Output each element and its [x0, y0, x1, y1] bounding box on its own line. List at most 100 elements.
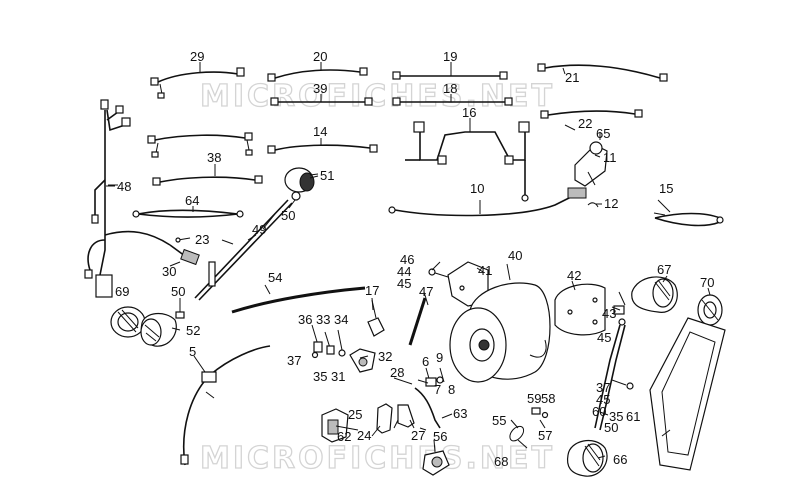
part-label-31: 31	[331, 369, 345, 384]
part-label-21: 21	[565, 70, 579, 85]
part-label-35-right: 35	[609, 409, 623, 424]
part-label-10: 10	[470, 181, 484, 196]
part-label-45-mid: 45	[596, 392, 610, 407]
part-label-68: 66	[613, 452, 627, 467]
part-label-50-left: 50	[171, 284, 185, 299]
relay-parts-6-9	[417, 367, 445, 387]
part-label-5: 5	[189, 344, 196, 359]
cable-10	[388, 187, 587, 217]
part-label-33: 33	[316, 312, 330, 327]
part-label-55: 55	[492, 413, 506, 428]
part-label-44: 44	[397, 264, 411, 279]
bracket-49	[194, 199, 293, 301]
rubber-strip-54	[231, 286, 366, 314]
part-label-63: 56	[433, 429, 447, 444]
cable-15	[654, 199, 724, 227]
harness-38	[152, 164, 263, 186]
main-harness-48	[84, 99, 171, 298]
part-label-52: 52	[186, 323, 200, 338]
part-label-32-bottom: 25	[348, 407, 362, 422]
part-label-41: 41	[478, 263, 492, 278]
part-label-32-top: 32	[378, 349, 392, 364]
switch-62	[321, 408, 349, 443]
part-label-50-top: 50	[281, 208, 295, 223]
part-label-9: 9	[436, 350, 443, 365]
cable-47	[408, 297, 427, 346]
part-label-24: 27	[411, 428, 425, 443]
harness-18	[392, 94, 513, 106]
part-label-17: 17	[365, 283, 379, 298]
part-label-64: 64	[185, 193, 199, 208]
part-label-70: 70	[700, 275, 714, 290]
harness-19	[392, 62, 508, 80]
part-label-37-right: 37	[596, 380, 610, 395]
harness-14	[267, 138, 378, 154]
grommets-55-59	[509, 407, 549, 442]
harness-64	[132, 206, 244, 218]
part-label-48: 48	[117, 179, 131, 194]
watermark-top: MICROFICHES.NET	[200, 79, 555, 114]
lamp-68	[566, 439, 608, 477]
lamp-69	[110, 306, 146, 338]
harness-16	[405, 118, 530, 202]
part-label-8: 8	[448, 382, 455, 397]
watermark-bottom: MICROFICHES.NET	[200, 441, 555, 476]
part-label-67: 67	[657, 262, 671, 277]
switch-24	[393, 404, 415, 429]
part-label-69: 69	[115, 284, 129, 299]
plate-bracket-66	[649, 317, 726, 471]
bracket-41	[428, 261, 489, 307]
part-label-62: 62	[337, 429, 351, 444]
harness-29	[150, 62, 245, 99]
part-label-16: 16	[462, 105, 476, 120]
part-label-22: 22	[578, 116, 592, 131]
part-label-25: 24	[357, 428, 371, 443]
part-label-11: 11	[603, 150, 617, 165]
part-label-42: 42	[567, 268, 581, 283]
part-label-43: 43	[602, 306, 616, 321]
connector-30	[169, 244, 200, 267]
harness-20	[267, 62, 368, 82]
switch-25	[376, 403, 393, 434]
harness-22	[540, 109, 643, 119]
part-label-37-left: 37	[287, 353, 301, 368]
part-label-39: 39	[313, 81, 327, 96]
switch-assembly-31-36	[311, 324, 376, 373]
part-label-30: 30	[162, 264, 176, 279]
part-number-labels: 29 20 19 39 18 21 16 22 65 11 14 38 48 5…	[115, 49, 714, 469]
part-label-12: 12	[604, 196, 618, 211]
bracket-42	[554, 283, 606, 336]
horn-button-63	[422, 450, 450, 476]
part-label-28: 28	[390, 365, 404, 380]
part-label-35-left: 35	[313, 369, 327, 384]
part-label-23: 23	[195, 232, 209, 247]
harness-39	[270, 94, 373, 106]
indicator-lamp-51	[284, 167, 319, 201]
part-label-40: 40	[508, 248, 522, 263]
part-label-7: 7	[434, 382, 441, 397]
part-label-27: 63	[453, 406, 467, 421]
part-label-34: 34	[334, 312, 348, 327]
clip-12	[587, 202, 599, 208]
part-label-29: 29	[190, 49, 204, 64]
leader-lines	[106, 124, 711, 459]
terminal-23	[175, 237, 191, 243]
part-label-18: 18	[443, 81, 457, 96]
part-label-58: 58	[541, 391, 555, 406]
bolt-50-left	[175, 298, 185, 319]
part-label-14: 14	[313, 124, 327, 139]
part-label-60: 60	[592, 404, 606, 419]
rod-27	[414, 387, 441, 429]
part-label-56: 68	[494, 454, 508, 469]
part-label-20: 20	[313, 49, 327, 64]
part-label-46: 46	[400, 252, 414, 267]
switch-17	[367, 299, 385, 337]
lamp-70	[697, 294, 723, 326]
part-label-54: 54	[268, 270, 282, 285]
part-label-51: 51	[320, 168, 334, 183]
part-label-59: 59	[527, 391, 541, 406]
sensor-11	[574, 132, 608, 187]
lamp-52	[140, 313, 177, 347]
part-label-47: 47	[419, 284, 433, 299]
